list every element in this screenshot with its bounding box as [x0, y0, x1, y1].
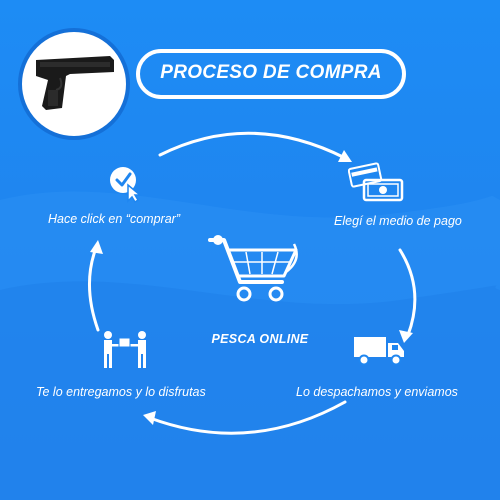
handover-icon — [104, 331, 146, 368]
arrow-top-head — [338, 150, 352, 162]
pistol-icon — [36, 56, 114, 110]
brand-suffix: ONLINE — [259, 332, 309, 346]
step-2-label: Elegí el medio de pago — [334, 214, 462, 228]
background-wave — [0, 191, 500, 500]
arrow-bottom-head — [143, 411, 156, 425]
step-4-label: Te lo entregamos y lo disfrutas — [36, 385, 206, 399]
brand-name: PESCA ONLINE — [200, 332, 320, 346]
arrow-top — [158, 131, 347, 160]
background-wave-2 — [0, 281, 500, 500]
brand-prefix: PESCA — [211, 332, 260, 346]
click-cursor-icon — [110, 167, 143, 203]
payment-icon — [348, 162, 404, 202]
title-banner: PROCESO DE COMPRA — [136, 49, 406, 99]
shopping-cart-icon — [208, 235, 298, 302]
arrow-right-head — [399, 330, 413, 343]
arrow-bottom — [148, 400, 347, 435]
delivery-truck-icon — [354, 337, 404, 366]
arrow-left — [88, 246, 100, 332]
arrow-left-head — [90, 240, 103, 254]
page-title: PROCESO DE COMPRA — [160, 62, 382, 83]
step-1-label: Hace click en “comprar” — [48, 212, 180, 226]
arrow-right — [398, 248, 417, 337]
product-image-circle — [18, 28, 130, 140]
step-3-label: Lo despachamos y enviamos — [296, 385, 458, 399]
